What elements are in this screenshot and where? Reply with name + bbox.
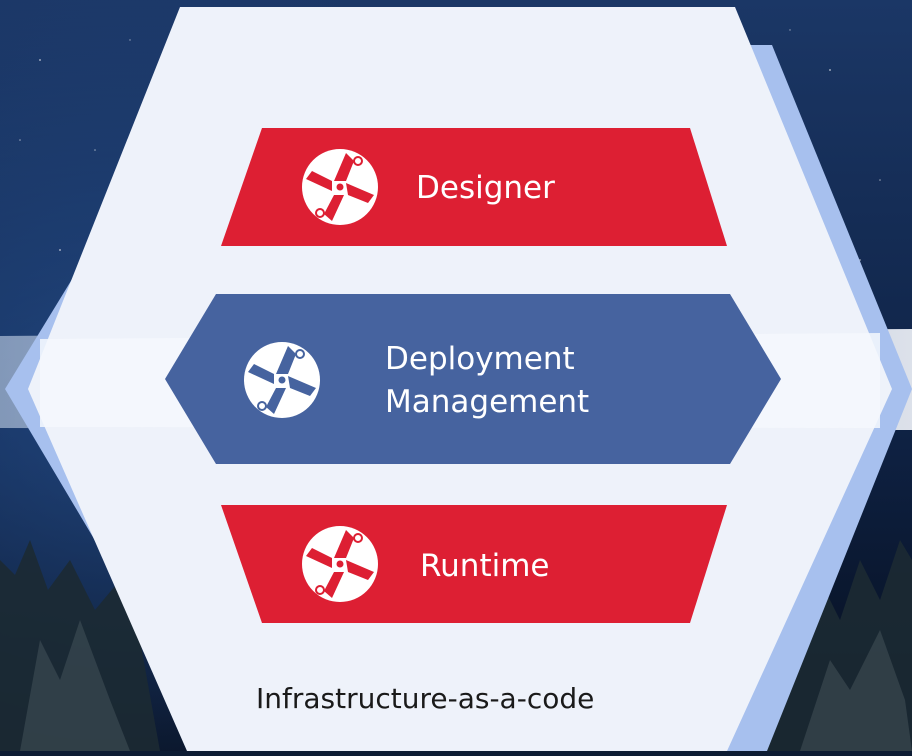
deployment-layer-shape[interactable] xyxy=(165,294,781,464)
deployment-label-line1: Deployment xyxy=(385,341,575,377)
designer-label: Designer xyxy=(416,170,555,206)
aperture-icon xyxy=(302,149,378,225)
caption: Infrastructure-as-a-code xyxy=(256,682,595,715)
runtime-label: Runtime xyxy=(420,548,550,584)
tree-highlights xyxy=(20,620,912,751)
aperture-icon xyxy=(244,342,320,418)
aperture-icon xyxy=(302,526,378,602)
deployment-label-line2: Management xyxy=(385,384,590,420)
stars xyxy=(19,29,881,261)
